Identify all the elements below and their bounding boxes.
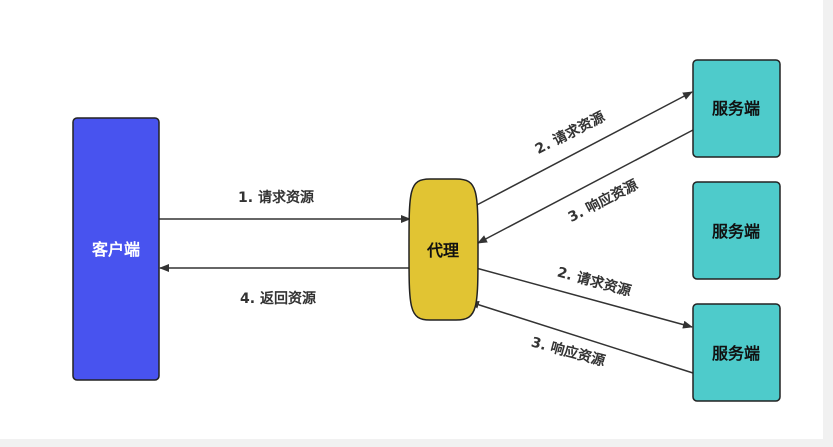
edge-label-request-top: 2. 请求资源 xyxy=(532,108,607,158)
edge-label-proxy-return: 4. 返回资源 xyxy=(240,290,316,307)
edge-label-response-top: 3. 响应资源 xyxy=(565,176,640,226)
edge-label-response-bottom: 3. 响应资源 xyxy=(529,334,607,370)
arrow-server-top-to-proxy xyxy=(477,129,694,244)
client-label: 客户端 xyxy=(92,240,140,259)
server-label-1: 服务端 xyxy=(712,99,760,118)
server-node-3 xyxy=(692,303,781,402)
server-label-2: 服务端 xyxy=(712,222,760,241)
server-node-1 xyxy=(692,59,781,158)
edge-label-client-request: 1. 请求资源 xyxy=(238,189,314,206)
server-label-3: 服务端 xyxy=(712,344,760,363)
server-node-2 xyxy=(692,181,781,280)
arrow-proxy-to-server-top xyxy=(472,91,693,208)
proxy-label: 代理 xyxy=(426,241,459,260)
proxy-node xyxy=(408,178,479,321)
arrow-server-bottom-to-proxy xyxy=(469,300,694,374)
edge-label-request-bottom: 2. 请求资源 xyxy=(555,264,633,300)
client-node xyxy=(72,117,160,381)
arrow-proxy-to-server-bottom xyxy=(475,267,693,329)
